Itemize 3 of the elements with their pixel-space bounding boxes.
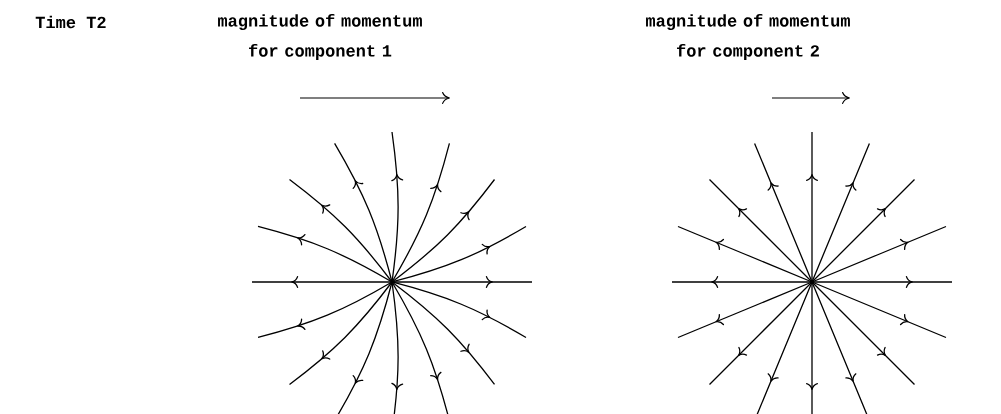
text-label: magnitude of momentum for component 2 bbox=[646, 13, 850, 61]
text-label: Time T2 bbox=[35, 15, 106, 29]
text-label: magnitude of momentum for component 1 bbox=[218, 13, 422, 61]
